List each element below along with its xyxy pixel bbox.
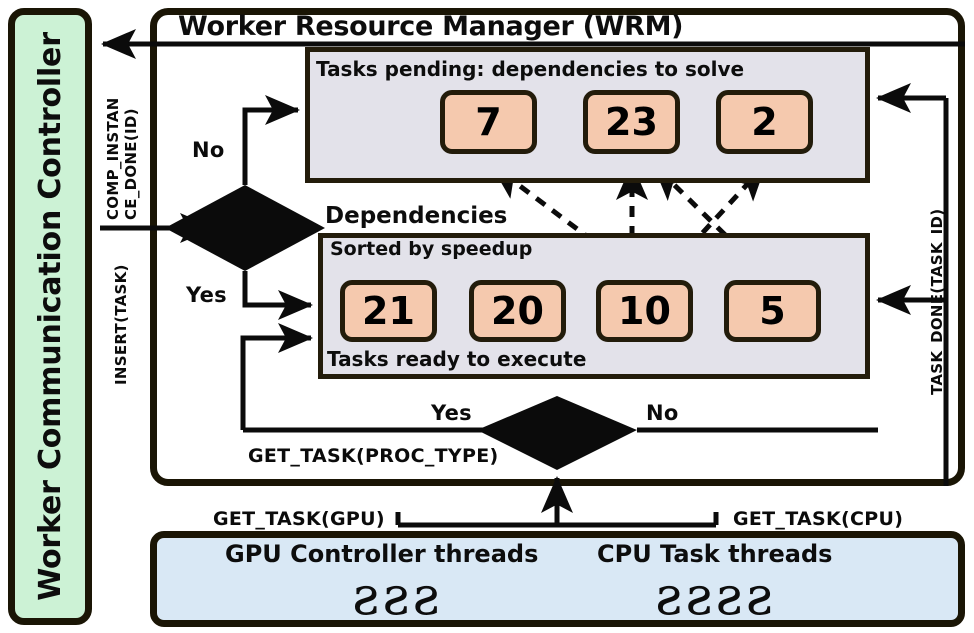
branch-label-no-top: No <box>192 138 225 162</box>
pending-task-chip[interactable]: 7 <box>440 90 537 154</box>
pending-task-chip[interactable]: 23 <box>583 90 680 154</box>
get-task-gpu-label: GET_TASK(GPU) <box>213 508 385 530</box>
sorted-by-speedup-caption: Sorted by speedup <box>330 238 533 260</box>
branch-label-yes-mid: Yes <box>186 283 227 307</box>
thread-pool-box <box>150 531 965 627</box>
ready-task-chip[interactable]: 10 <box>596 280 693 342</box>
comp-instance-done-label-line2: CE_DONE(ID) <box>122 108 140 220</box>
worker-communication-controller-box: Worker Communication Controller <box>8 8 92 625</box>
get-task-proc-type-label: GET_TASK(PROC_TYPE) <box>248 445 499 467</box>
ready-task-chip[interactable]: 21 <box>340 280 437 342</box>
task-done-label: TASK_DONE(TASK_ID) <box>928 208 946 395</box>
gpu-threads-squiggle-icon: ƨƨƨ <box>352 566 443 627</box>
branch-label-no-bottom: No <box>646 401 679 425</box>
tasks-ready-caption: Tasks ready to execute <box>327 347 587 371</box>
page-title: Worker Resource Manager (WRM) <box>178 11 684 42</box>
branch-label-yes-bottom: Yes <box>431 401 472 425</box>
comp-instance-done-label-line1: COMP_INSTAN <box>104 97 122 220</box>
dependencies-heading: Dependencies <box>325 203 508 229</box>
insert-task-label: INSERT(TASK) <box>112 264 130 385</box>
ready-task-chip[interactable]: 5 <box>724 280 821 342</box>
worker-communication-controller-label: Worker Communication Controller <box>32 32 68 601</box>
pending-task-chip[interactable]: 2 <box>716 90 813 154</box>
get-task-cpu-label: GET_TASK(CPU) <box>733 508 904 530</box>
cpu-threads-squiggle-icon: ƨƨƨƨ <box>655 566 776 627</box>
gpu-controller-threads-label: GPU Controller threads <box>225 540 539 568</box>
tasks-pending-caption: Tasks pending: dependencies to solve <box>316 57 745 81</box>
ready-task-chip[interactable]: 20 <box>469 280 566 342</box>
cpu-task-threads-label: CPU Task threads <box>597 540 833 568</box>
